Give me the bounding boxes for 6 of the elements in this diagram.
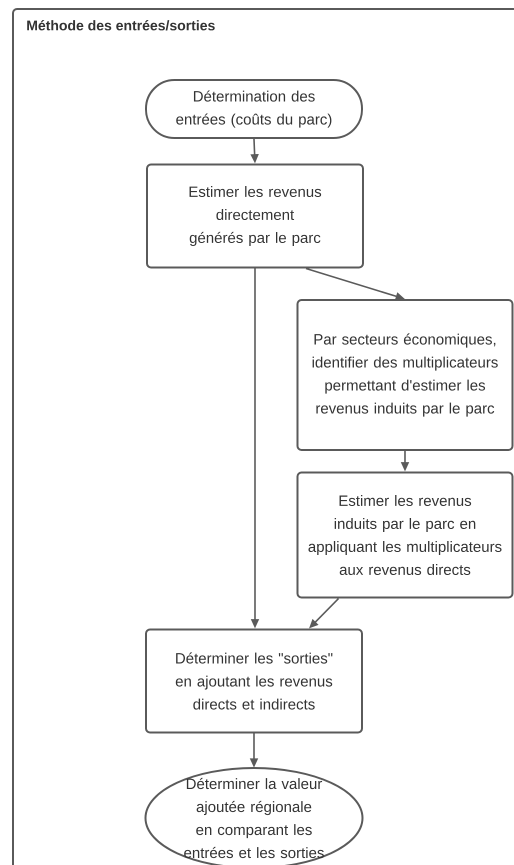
process-box: Estimer les revenus directement générés par le parc <box>146 164 364 268</box>
process-box: Déterminer les "sorties" en ajoutant les revenus directs et indirects <box>145 628 363 734</box>
process-box: Par secteurs économiques, identifier des multiplicateurs permettant d'estimer les revenus induits par le parc <box>296 299 514 451</box>
panel-frame <box>12 8 514 865</box>
process-box: Estimer les revenus induits par le parc en appliquant les multiplicateurs aux revenus directs <box>296 472 514 598</box>
panel-heading: Méthode des entrées/sorties <box>27 20 215 31</box>
